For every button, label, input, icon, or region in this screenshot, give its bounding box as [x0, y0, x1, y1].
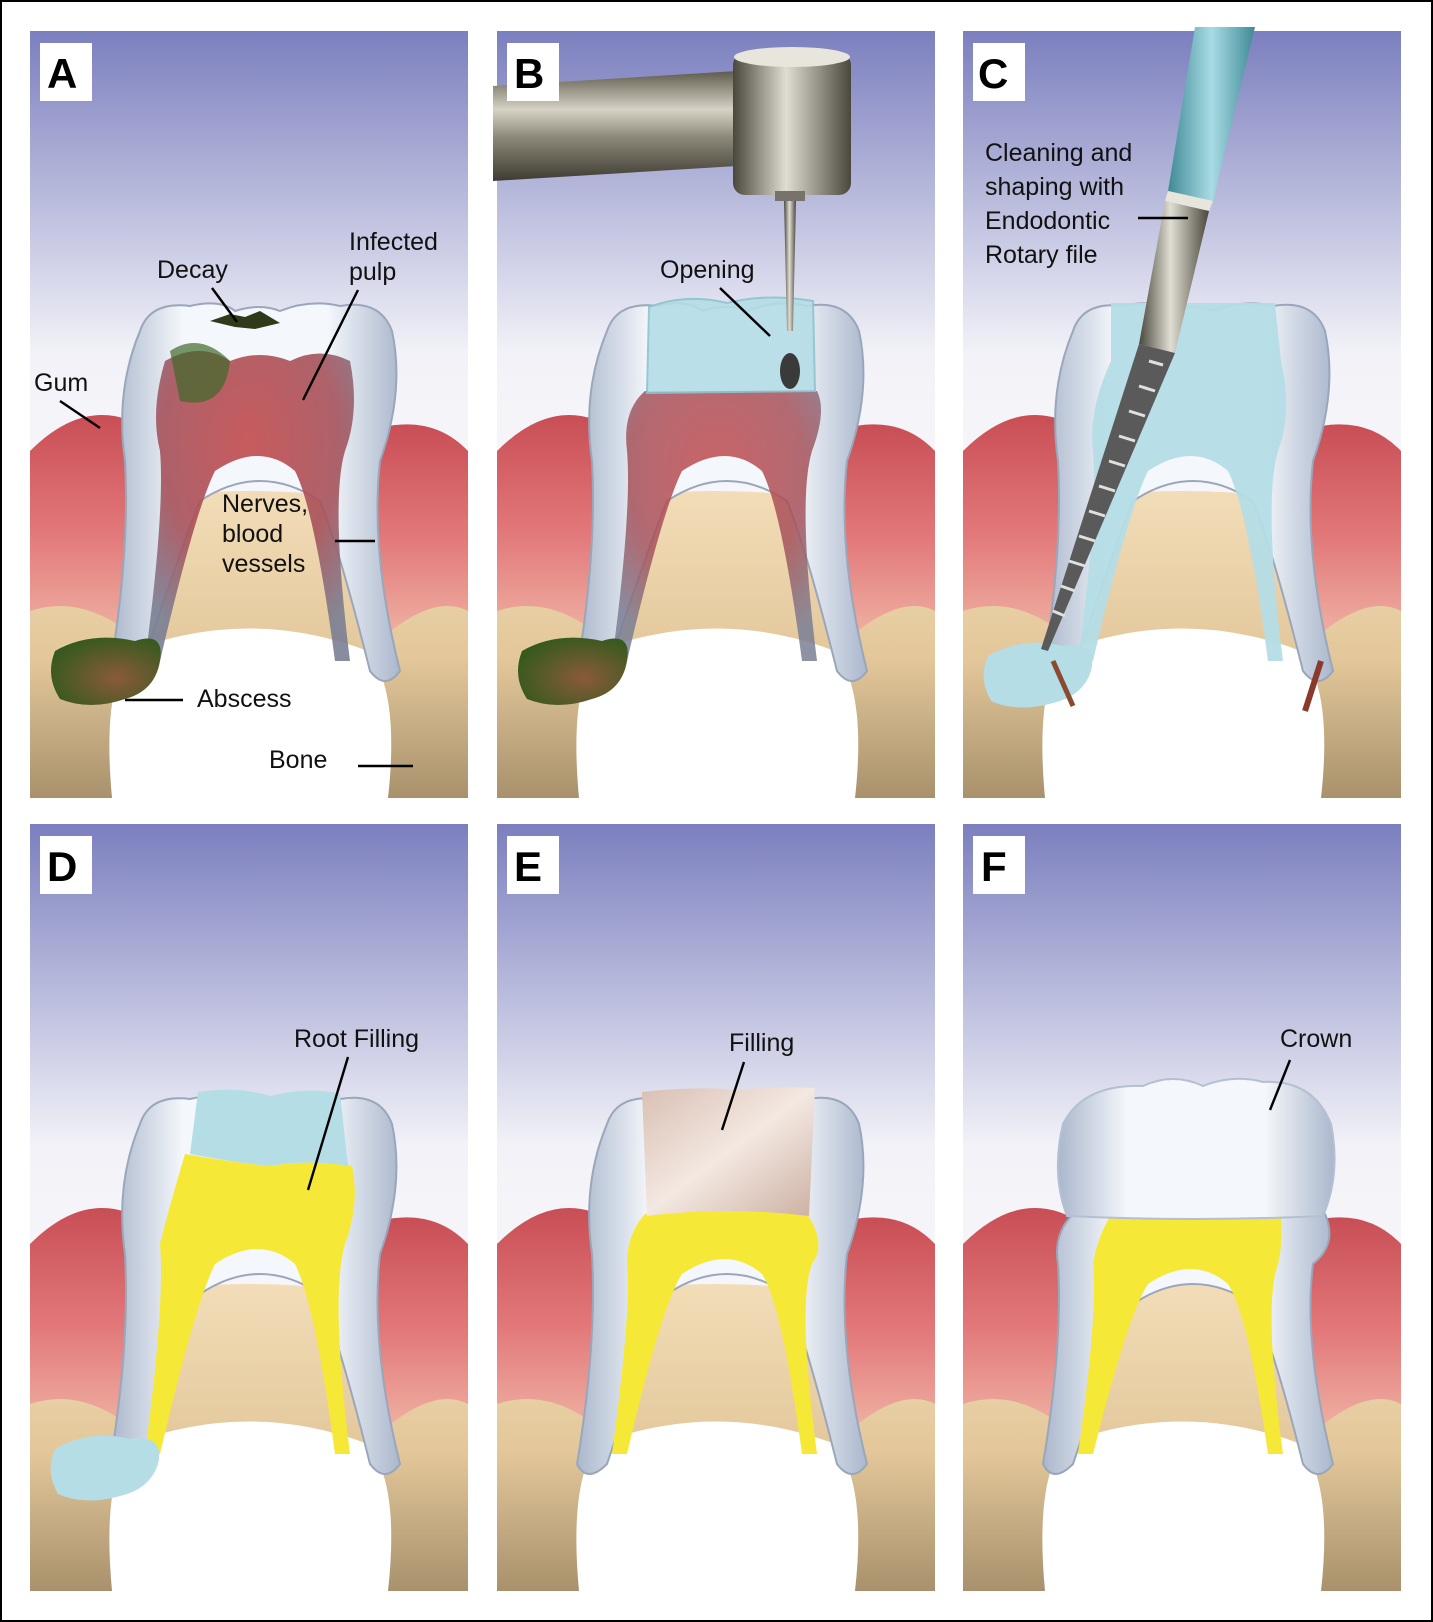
label-infected-line2: pulp	[349, 258, 396, 286]
leader-root-filling	[306, 1056, 350, 1191]
drill-head-top	[734, 47, 850, 67]
gum-right	[1301, 1217, 1401, 1444]
panel-f: F	[963, 824, 1401, 1591]
decay-spot	[210, 311, 280, 329]
label-cleaning-line2: shaping with	[985, 173, 1124, 201]
gum-right	[835, 424, 935, 651]
gum-right	[1301, 424, 1401, 651]
label-cleaning-line3: Endodontic	[985, 207, 1110, 235]
label-nerves-line3: vessels	[222, 550, 305, 578]
gum-right	[368, 424, 468, 651]
leader-gum	[59, 400, 101, 429]
infected-pulp	[145, 351, 354, 661]
panel-d: D	[30, 824, 468, 1591]
panel-b-letter: B	[514, 50, 544, 97]
label-bone: Bone	[269, 746, 327, 774]
abscess	[51, 637, 161, 705]
root-filling-gutta-percha	[612, 1209, 819, 1454]
leader-decay	[211, 287, 238, 323]
label-gum: Gum	[34, 369, 88, 397]
drill-bur-shaft	[784, 201, 796, 331]
root-tip-left	[1050, 659, 1076, 708]
crown	[1056, 1077, 1336, 1220]
neighbor-tooth	[1042, 628, 1325, 798]
infected-pulp	[612, 391, 821, 661]
root-filling-gutta-percha	[145, 1154, 355, 1454]
panel-a: A	[30, 31, 468, 798]
label-root-filling: Root Filling	[294, 1025, 419, 1053]
leader-infected-pulp	[301, 289, 360, 401]
panel-f-letter: F	[981, 843, 1007, 890]
panel-a-letter: A	[47, 50, 77, 97]
drill-head	[733, 53, 851, 195]
abscess	[518, 637, 628, 705]
neighbor-tooth	[109, 1421, 392, 1591]
label-nerves-line2: blood	[222, 520, 283, 548]
label-cleaning-line4: Rotary file	[985, 241, 1098, 269]
file-shank	[1139, 201, 1209, 353]
panel-e-letter: E	[514, 843, 542, 890]
panel-c-letter: C	[978, 50, 1008, 97]
drill-bur-tip	[780, 353, 800, 389]
file-flutes	[1052, 359, 1164, 618]
panel-d-letter: D	[47, 843, 77, 890]
label-infected-line1: Infected	[349, 228, 438, 256]
panel-f-letter-box	[973, 836, 1025, 894]
neighbor-tooth	[109, 628, 392, 798]
neighbor-tooth	[1042, 1421, 1325, 1591]
label-opening: Opening	[660, 256, 755, 284]
panel-a-letter-box	[40, 43, 92, 101]
panel-c-letter-box	[973, 43, 1025, 101]
permanent-filling	[642, 1087, 815, 1216]
decay-spread	[170, 343, 230, 403]
file-collar	[1165, 191, 1213, 211]
file-handle	[1168, 27, 1255, 201]
neighbor-tooth	[576, 1421, 859, 1591]
panel-b-letter-box	[507, 43, 559, 101]
root-tip-right	[1302, 660, 1324, 712]
panel-e-letter-box	[507, 836, 559, 894]
panel-c: C	[963, 27, 1401, 798]
root-filling-gutta-percha	[1078, 1212, 1283, 1454]
label-filling: Filling	[729, 1029, 794, 1057]
label-crown: Crown	[1280, 1025, 1352, 1053]
neighbor-tooth	[576, 628, 859, 798]
leader-crown	[1268, 1059, 1292, 1111]
label-decay: Decay	[157, 256, 228, 284]
leader-opening	[719, 287, 771, 337]
drill-collet	[775, 191, 805, 201]
gum-right	[368, 1217, 468, 1444]
gum-right	[835, 1217, 935, 1444]
label-abscess: Abscess	[197, 685, 291, 713]
leader-filling	[720, 1061, 746, 1131]
panel-d-letter-box	[40, 836, 92, 894]
file-blade	[1041, 344, 1175, 651]
temporary-seal	[190, 1089, 348, 1166]
label-cleaning-line1: Cleaning and	[985, 139, 1132, 167]
label-nerves-line1: Nerves,	[222, 490, 308, 518]
panel-b: B	[493, 31, 935, 798]
panel-e: E	[497, 824, 935, 1591]
healed-abscess-area	[50, 1435, 160, 1501]
